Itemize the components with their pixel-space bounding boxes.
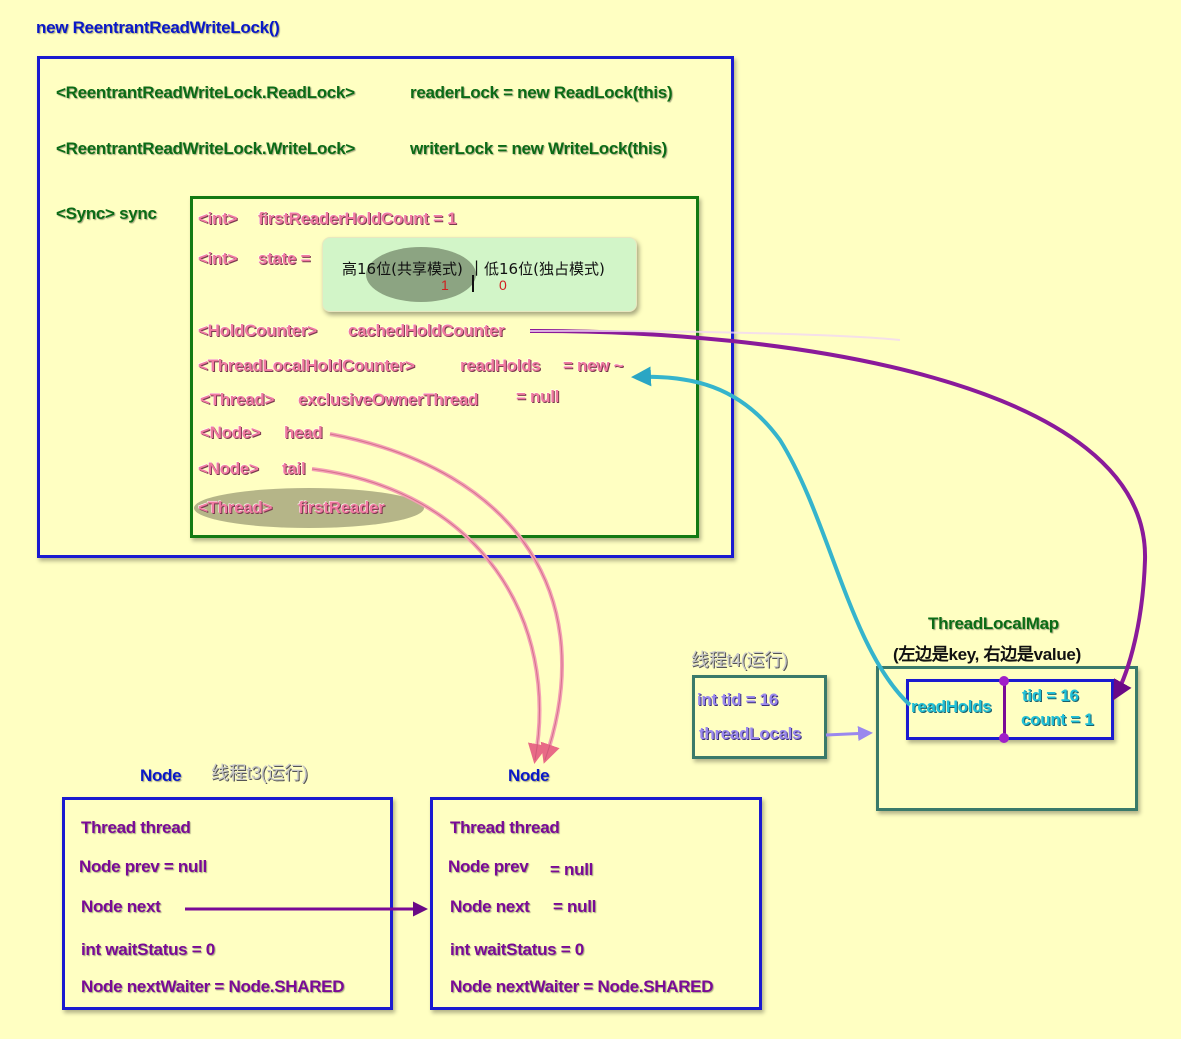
node-left-next-waiter: Node nextWaiter = Node.SHARED <box>81 977 345 996</box>
reader-assign: readerLock = new ReadLock(this) <box>410 83 673 102</box>
thread-t4-tid: int tid = 16 <box>697 690 778 709</box>
tail-name: tail <box>282 459 306 478</box>
read-holds-type: <ThreadLocalHoldCounter> <box>198 356 415 375</box>
node-left-wait-status: int waitStatus = 0 <box>81 940 215 959</box>
first-reader-name: firstReader <box>298 498 385 517</box>
sync-label: <Sync> sync <box>56 204 157 223</box>
first-reader-hold-count: firstReaderHoldCount = 1 <box>258 209 457 228</box>
reader-type: <ReentrantReadWriteLock.ReadLock> <box>56 83 355 102</box>
owner-type: <Thread> <box>200 390 275 409</box>
node-right-next-value: = null <box>553 897 597 916</box>
state-low-value: 0 <box>499 277 507 293</box>
thread-t4-thread-locals: threadLocals <box>699 724 802 743</box>
state-high-value: 1 <box>441 277 449 293</box>
node-right-title: Node <box>508 766 550 785</box>
state-divider <box>472 275 474 292</box>
tlmap-value-count: count = 1 <box>1021 710 1094 729</box>
tlmap-divider-dot-bottom <box>999 733 1009 743</box>
node-right-prev-value: = null <box>550 860 594 879</box>
node-right-prev: Node prev <box>448 857 529 876</box>
node-left-prev: Node prev = null <box>79 857 207 876</box>
diagram-title: new ReentrantReadWriteLock() <box>36 18 280 37</box>
tlmap-subtitle: (左边是key, 右边是value) <box>893 645 1081 664</box>
state-high-label: 高16位(共享模式) <box>342 260 463 278</box>
node-left-title: Node <box>140 766 182 785</box>
read-holds-value: = new ~ <box>563 356 624 375</box>
tlmap-value-tid: tid = 16 <box>1022 686 1079 705</box>
writer-type: <ReentrantReadWriteLock.WriteLock> <box>56 139 356 158</box>
node-right-thread: Thread thread <box>450 818 560 837</box>
read-holds-name: readHolds <box>460 356 541 375</box>
tlmap-key: readHolds <box>911 697 992 716</box>
thread-t3-label: 线程t3(运行) <box>211 763 308 783</box>
state-sep: | <box>474 258 480 276</box>
tlmap-title: ThreadLocalMap <box>928 614 1059 633</box>
first-reader-hold-type: <int> <box>198 209 238 228</box>
cached-type: <HoldCounter> <box>198 321 317 340</box>
owner-value: = null <box>516 387 560 406</box>
node-left-thread: Thread thread <box>81 818 191 837</box>
owner-name: exclusiveOwnerThread <box>298 390 479 409</box>
node-right-next: Node next <box>450 897 530 916</box>
cached-name: cachedHoldCounter <box>348 321 505 340</box>
tail-type: <Node> <box>198 459 259 478</box>
state-name: state = <box>258 249 311 268</box>
tlmap-divider-dot-top <box>999 676 1009 686</box>
tlmap-entry-divider <box>1003 681 1006 739</box>
state-high-highlight <box>366 247 476 302</box>
thread-locals-arrow <box>825 726 873 742</box>
node-right-box <box>430 797 762 1010</box>
thread-t4-box <box>692 675 827 759</box>
first-reader-type: <Thread> <box>198 498 273 517</box>
head-type: <Node> <box>200 423 261 442</box>
node-right-next-waiter: Node nextWaiter = Node.SHARED <box>450 977 714 996</box>
writer-assign: writerLock = new WriteLock(this) <box>410 139 667 158</box>
state-type: <int> <box>198 249 238 268</box>
state-low-label: 低16位(独占模式) <box>484 260 605 278</box>
head-name: head <box>284 423 323 442</box>
node-left-box <box>62 797 393 1010</box>
thread-t4-label: 线程t4(运行) <box>691 650 788 670</box>
node-left-next: Node next <box>81 897 161 916</box>
node-right-wait-status: int waitStatus = 0 <box>450 940 584 959</box>
